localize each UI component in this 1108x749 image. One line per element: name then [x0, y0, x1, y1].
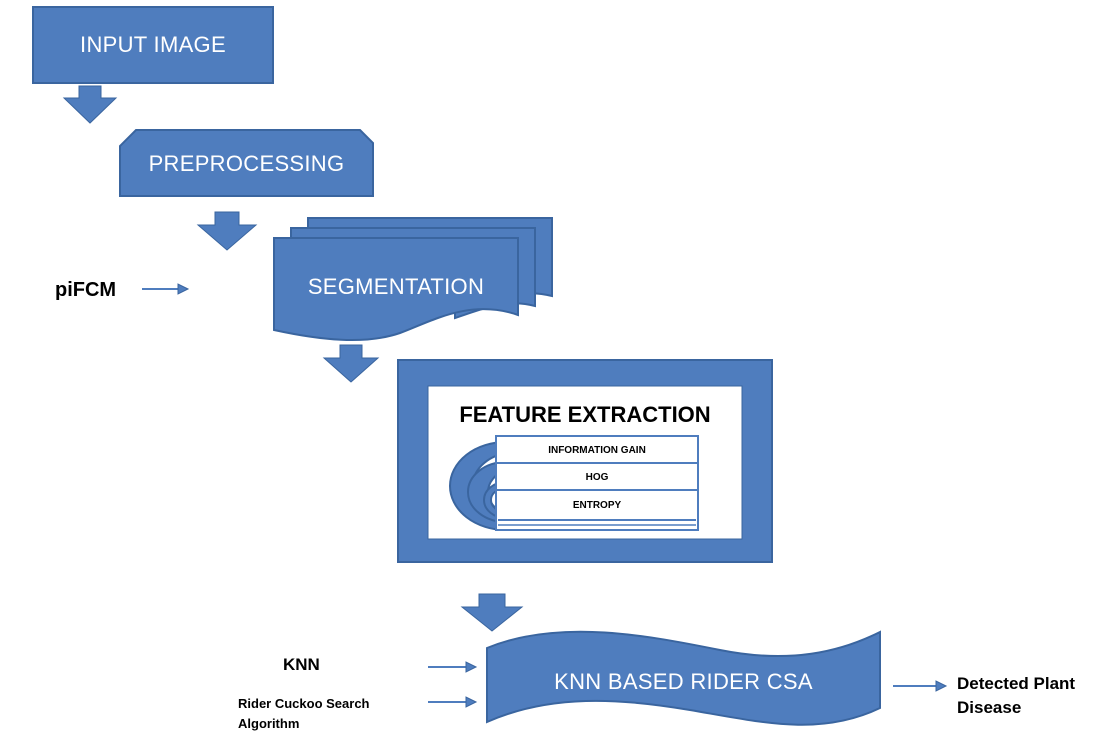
feature-items-stack: [495, 435, 699, 531]
feature-item-information-gain: INFORMATION GAIN: [548, 444, 646, 456]
pifcm-arrow-head: [177, 283, 190, 295]
preprocessing-box: [119, 129, 374, 197]
down-arrow-3: [322, 344, 380, 383]
down-arrow-4: [460, 593, 524, 632]
classifier-label: KNN BASED RIDER CSA: [554, 669, 813, 694]
rider-cuckoo-label-line2: Algorithm: [238, 715, 300, 731]
knn-arrow-head: [465, 661, 478, 673]
down-arrow-2: [196, 211, 258, 251]
output-label-line2: Disease: [957, 698, 1022, 717]
input-image-box: [32, 6, 274, 84]
output-label-line1: Detected Plant: [957, 674, 1076, 693]
rider-cuckoo-label-line1: Rider Cuckoo Search: [238, 695, 370, 711]
preprocessing-label: PREPROCESSING: [148, 151, 345, 176]
feature-extraction-title: FEATURE EXTRACTION: [459, 402, 711, 427]
pifcm-label: piFCM: [55, 278, 117, 301]
classifier-box: [486, 630, 881, 726]
feature-item-entropy: ENTROPY: [572, 499, 622, 511]
rcsa-arrow-head: [465, 696, 478, 708]
segmentation-label: SEGMENTATION: [307, 274, 485, 299]
down-arrow-1: [62, 85, 118, 124]
input-image-label: INPUT IMAGE: [80, 32, 226, 57]
feature-item-hog: HOG: [585, 471, 609, 483]
knn-label: KNN: [283, 655, 320, 674]
segmentation-box: [273, 237, 519, 342]
concentric-arcs-graphic: [449, 440, 507, 532]
output-arrow-head: [935, 680, 948, 692]
